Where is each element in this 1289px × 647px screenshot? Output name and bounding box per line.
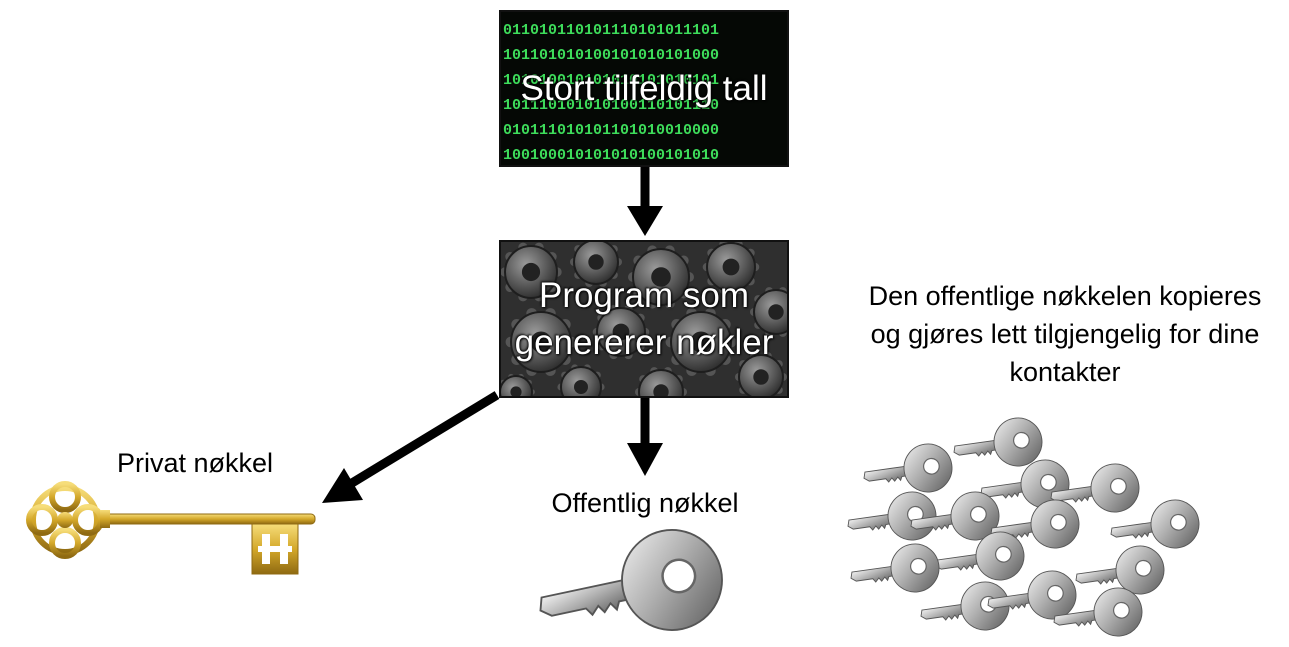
gear-icon bbox=[628, 245, 694, 309]
gear-icon bbox=[750, 287, 787, 337]
shared-key-icon bbox=[916, 578, 1013, 640]
shared-keys-cluster bbox=[843, 414, 1203, 646]
random-number-box: 011010110101110101011101 1011010101001010… bbox=[499, 10, 789, 167]
private-key-label: Privat nøkkel bbox=[116, 448, 274, 478]
gear-icon bbox=[635, 367, 687, 396]
binary-row: 010111010101101010010000 bbox=[503, 122, 719, 139]
program-title: Program som genererer nøkler bbox=[514, 276, 774, 362]
gear-icon bbox=[570, 242, 622, 287]
shared-key-icon bbox=[846, 540, 943, 602]
binary-row: 101110101010100110101110 bbox=[503, 97, 719, 114]
binary-row: 100100010101010100101010 bbox=[503, 147, 719, 164]
arrow-random-to-program bbox=[627, 167, 663, 236]
arrow-program-to-public-key bbox=[627, 398, 663, 476]
gear-icon bbox=[501, 242, 562, 302]
binary-digits-background: 011010110101110101011101 1011010101001010… bbox=[503, 22, 719, 164]
shared-keys-caption: Den offentlige nøkkelen kopieres og gjør… bbox=[868, 281, 1262, 387]
gear-icon bbox=[592, 304, 650, 360]
arrow-program-to-private-key bbox=[322, 391, 500, 503]
key-generator-program-box: Program som genererer nøkler bbox=[499, 240, 789, 398]
random-number-title: Stort tilfeldig tall bbox=[520, 68, 768, 108]
binary-row: 101101010100101010101000 bbox=[503, 47, 719, 64]
gear-icon bbox=[557, 364, 605, 396]
shared-key-icon bbox=[859, 440, 956, 502]
gears-background bbox=[501, 242, 787, 396]
gear-icon bbox=[665, 308, 737, 376]
binary-row: 101010010101010101010101 bbox=[503, 72, 719, 89]
gear-icon bbox=[702, 242, 760, 295]
public-key-icon bbox=[528, 519, 733, 647]
gear-icon bbox=[501, 373, 535, 396]
public-key-label: Offentlig nøkkel bbox=[551, 488, 739, 518]
private-key-icon bbox=[26, 481, 316, 575]
binary-row: 011010110101110101011101 bbox=[503, 22, 719, 39]
gear-icon bbox=[735, 352, 787, 396]
gear-icon bbox=[505, 308, 577, 376]
